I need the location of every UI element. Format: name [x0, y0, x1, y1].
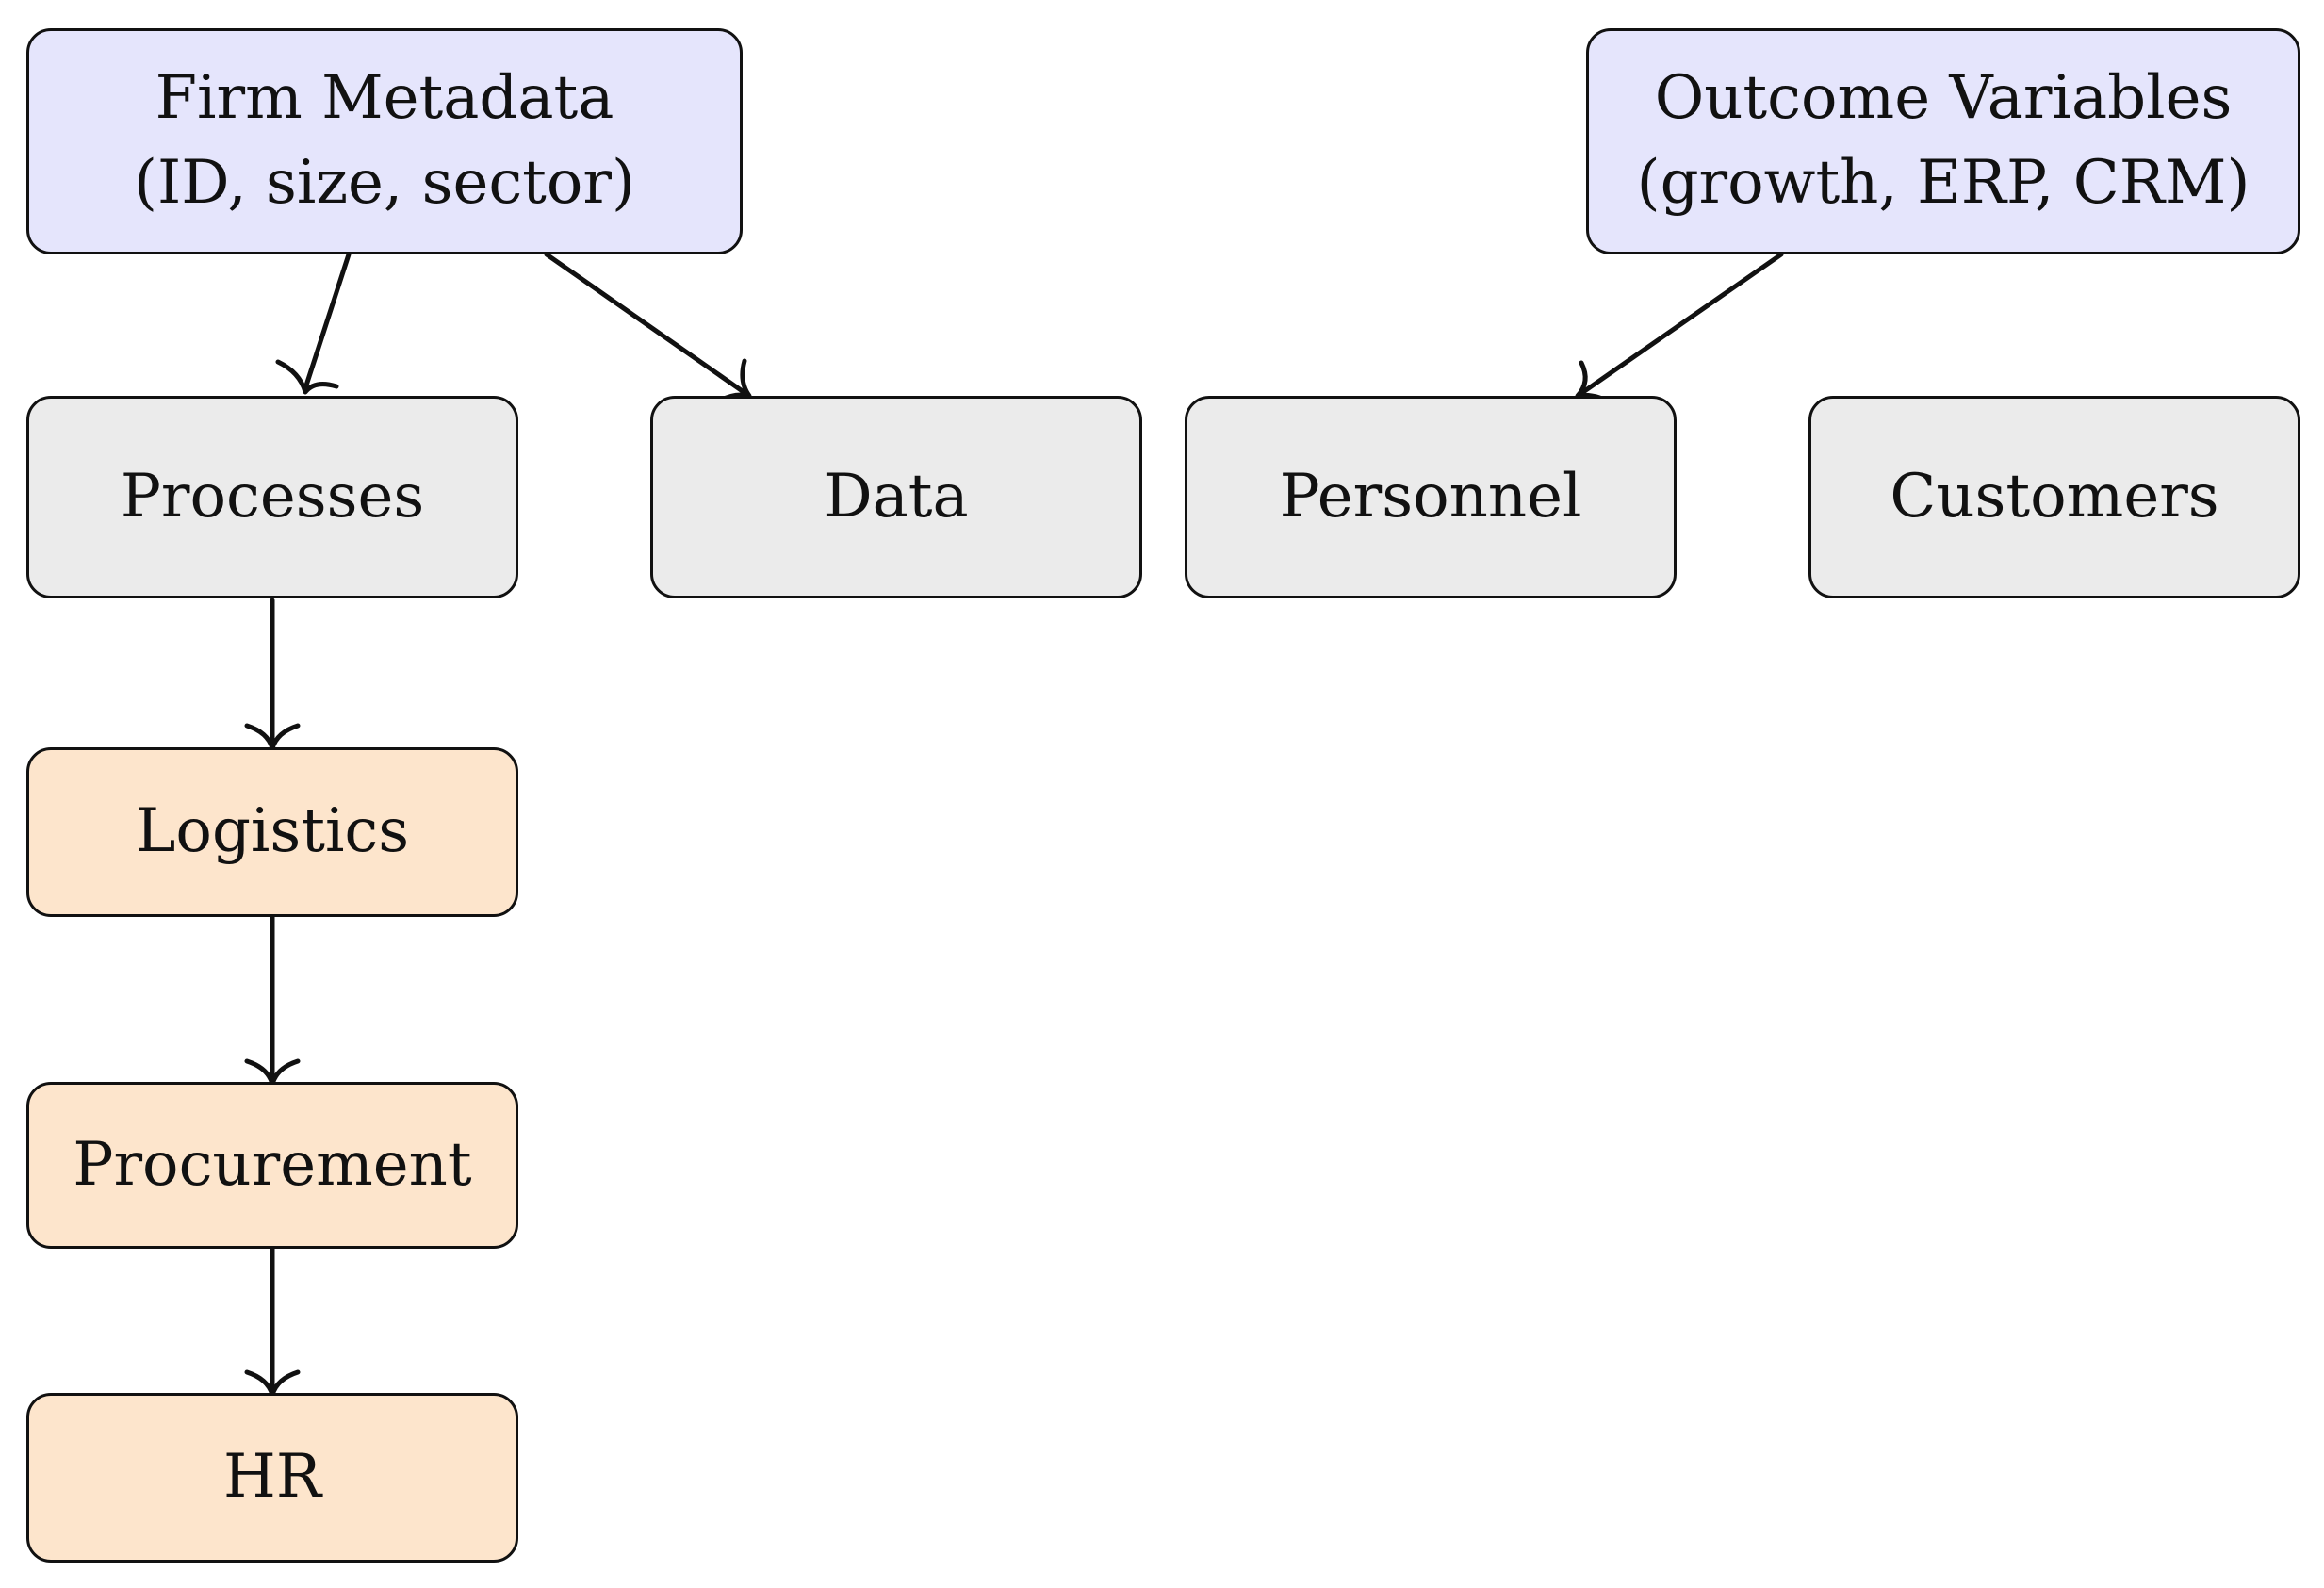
node-personnel: Personnel [1185, 396, 1677, 598]
node-outcome-variables-title: Outcome Variables [1654, 63, 2233, 134]
node-data-label: Data [824, 461, 969, 532]
node-procurement: Procurement [26, 1082, 518, 1249]
node-firm-metadata-title: Firm Metadata [155, 63, 614, 134]
node-firm-metadata: Firm Metadata (ID, size, sector) [26, 28, 743, 254]
node-processes-label: Processes [120, 461, 425, 532]
node-hr: HR [26, 1393, 518, 1563]
edge-firm-metadata-to-data [544, 252, 752, 407]
node-hr-label: HR [223, 1442, 321, 1513]
node-outcome-variables: Outcome Variables (growth, ERP, CRM) [1586, 28, 2300, 254]
edge-procurement-to-hr [244, 1246, 301, 1398]
node-customers: Customers [1808, 396, 2300, 598]
node-logistics: Logistics [26, 747, 518, 917]
edge-logistics-to-procurement [244, 914, 301, 1087]
node-logistics-label: Logistics [135, 796, 410, 867]
node-outcome-variables-details: (growth, ERP, CRM) [1636, 148, 2250, 218]
edge-firm-metadata-to-processes [275, 252, 352, 395]
node-data: Data [650, 396, 1142, 598]
node-processes: Processes [26, 396, 518, 598]
node-personnel-label: Personnel [1279, 461, 1582, 532]
edge-outcome-variables-to-personnel [1575, 252, 1784, 408]
node-customers-label: Customers [1890, 461, 2219, 532]
node-firm-metadata-details: (ID, size, sector) [134, 148, 635, 218]
node-procurement-label: Procurement [73, 1129, 472, 1200]
edge-processes-to-logistics [244, 598, 301, 751]
